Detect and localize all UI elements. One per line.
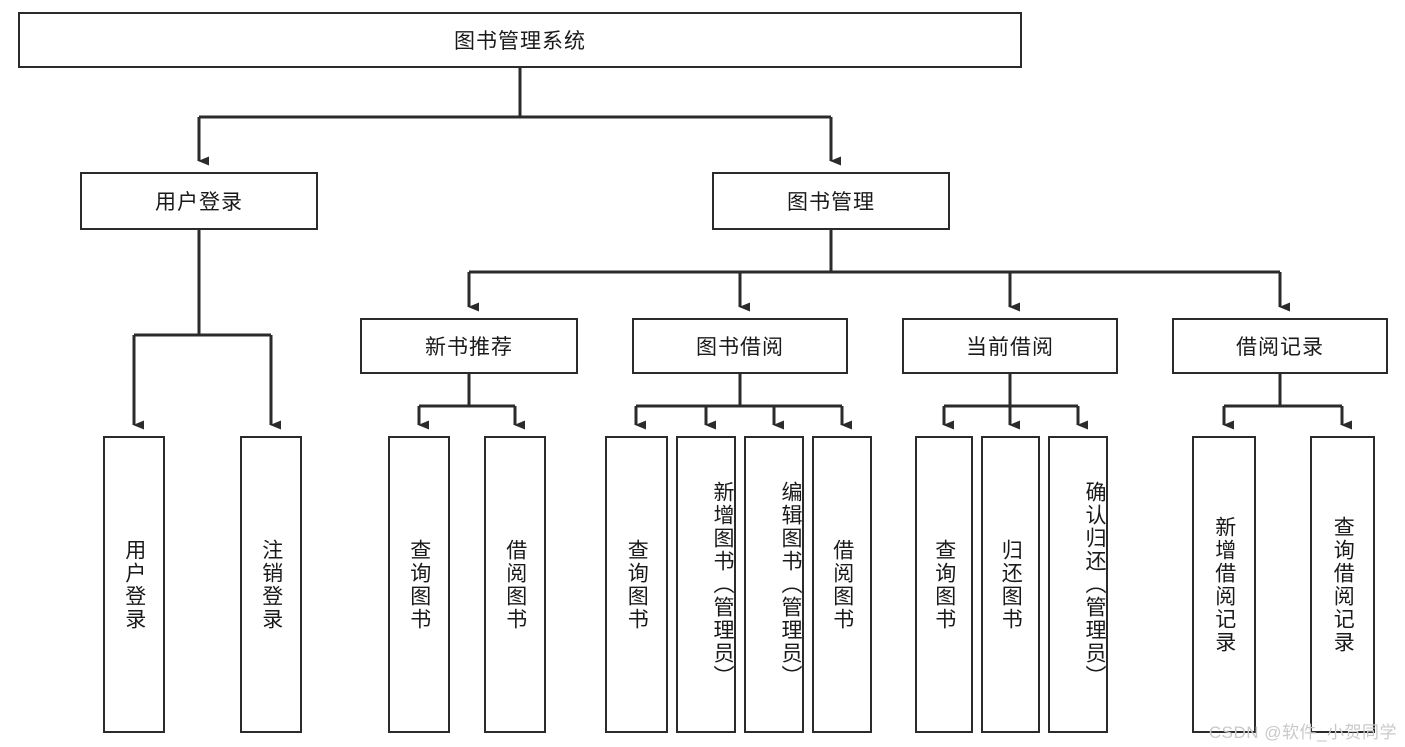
node-label: 确认归还（管理员） xyxy=(1083,481,1106,688)
node-label: 当前借阅 xyxy=(966,336,1054,359)
node-label: 新增图书（管理员） xyxy=(711,481,734,688)
node-leaf-return-book[interactable]: 归还图书 xyxy=(981,436,1040,733)
node-label: 归还图书 xyxy=(999,538,1023,631)
node-book-manage[interactable]: 图书管理 xyxy=(712,172,950,230)
node-label: 图书管理 xyxy=(787,191,875,214)
node-label: 查询图书 xyxy=(625,538,649,631)
node-book-borrow[interactable]: 图书借阅 xyxy=(632,318,848,374)
watermark: CSDN @软件_小贺同学 xyxy=(1208,723,1397,742)
node-label: 图书管理系统 xyxy=(454,30,586,53)
node-label: 查询借阅记录 xyxy=(1331,515,1355,654)
node-leaf-confirm-return-admin[interactable]: 确认归还（管理员） xyxy=(1048,436,1108,733)
node-current-borrow[interactable]: 当前借阅 xyxy=(902,318,1118,374)
node-leaf-query-book-borrow[interactable]: 查询图书 xyxy=(605,436,668,733)
node-label: 编辑图书（管理员） xyxy=(779,481,802,688)
node-leaf-edit-book-admin[interactable]: 编辑图书（管理员） xyxy=(744,436,804,733)
node-label: 注销登录 xyxy=(259,538,283,631)
node-leaf-user-login[interactable]: 用户登录 xyxy=(103,436,165,733)
node-leaf-borrow-book-recommend[interactable]: 借阅图书 xyxy=(484,436,546,733)
node-label: 借阅图书 xyxy=(830,538,854,631)
node-label: 图书借阅 xyxy=(696,336,784,359)
node-leaf-logout[interactable]: 注销登录 xyxy=(240,436,302,733)
node-label: 用户登录 xyxy=(155,191,243,214)
node-leaf-query-book-current[interactable]: 查询图书 xyxy=(915,436,973,733)
node-label: 借阅记录 xyxy=(1236,336,1324,359)
node-leaf-add-borrow-record[interactable]: 新增借阅记录 xyxy=(1192,436,1256,733)
node-root[interactable]: 图书管理系统 xyxy=(18,12,1022,68)
node-label: 查询图书 xyxy=(407,538,431,631)
node-label: 新书推荐 xyxy=(425,336,513,359)
node-leaf-query-borrow-record[interactable]: 查询借阅记录 xyxy=(1310,436,1375,733)
node-label: 用户登录 xyxy=(122,538,146,631)
node-leaf-borrow-book[interactable]: 借阅图书 xyxy=(812,436,872,733)
node-leaf-query-book-recommend[interactable]: 查询图书 xyxy=(388,436,450,733)
node-label: 查询图书 xyxy=(932,538,956,631)
node-leaf-add-book-admin[interactable]: 新增图书（管理员） xyxy=(676,436,736,733)
node-user-login[interactable]: 用户登录 xyxy=(80,172,318,230)
node-new-book-recommend[interactable]: 新书推荐 xyxy=(360,318,578,374)
node-borrow-record[interactable]: 借阅记录 xyxy=(1172,318,1388,374)
node-label: 借阅图书 xyxy=(503,538,527,631)
node-label: 新增借阅记录 xyxy=(1212,515,1236,654)
